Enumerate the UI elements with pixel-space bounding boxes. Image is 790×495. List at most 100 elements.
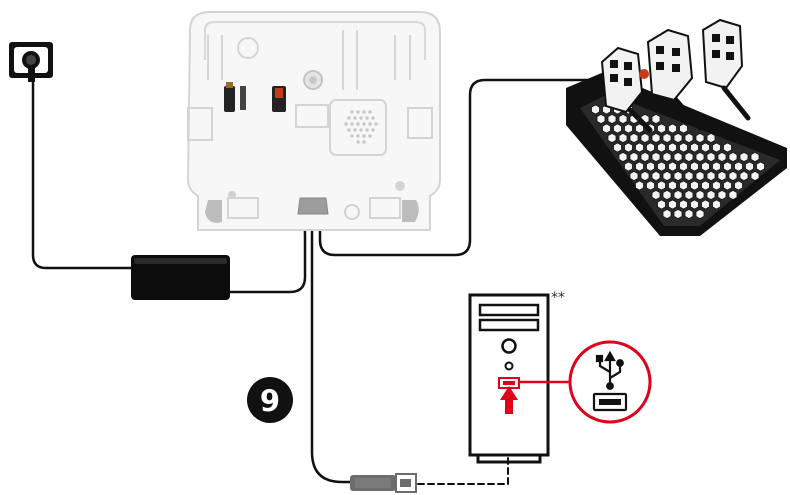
usb-icon — [595, 350, 624, 390]
honeycomb-cell — [695, 208, 705, 220]
honeycomb-cell — [690, 180, 699, 191]
honeycomb-cell — [706, 189, 716, 201]
honeycomb-cell — [668, 161, 677, 172]
honeycomb-cell — [739, 151, 749, 163]
honeycomb-cell — [618, 151, 628, 163]
pedal-cable — [318, 78, 597, 257]
honeycomb-cell — [695, 170, 705, 182]
honeycomb-cell — [651, 151, 661, 163]
honeycomb-cell — [684, 132, 694, 144]
honeycomb-cell — [673, 208, 683, 220]
honeycomb-cell — [651, 132, 661, 144]
honeycomb-cell — [684, 189, 694, 201]
honeycomb-cell — [679, 123, 688, 134]
honeycomb-cell — [651, 189, 661, 201]
honeycomb-cell — [756, 161, 765, 172]
honeycomb-cell — [613, 123, 622, 134]
honeycomb-cell — [662, 132, 672, 144]
honeycomb-cell — [668, 199, 677, 210]
honeycomb-cell — [640, 170, 650, 182]
honeycomb-cell — [629, 132, 639, 144]
honeycomb-cell — [684, 208, 694, 220]
honeycomb-cell — [668, 123, 677, 134]
honeycomb-cell — [734, 180, 743, 191]
honeycomb-cell — [728, 189, 738, 201]
usb-arrow-icon — [500, 386, 518, 414]
honeycomb-cell — [618, 132, 628, 144]
base-connectors — [224, 82, 329, 215]
honeycomb-cell — [701, 161, 710, 172]
honeycomb-cell — [635, 161, 644, 172]
step-badge: 9 — [247, 377, 293, 423]
honeycomb-cell — [651, 113, 661, 125]
honeycomb-cell — [679, 142, 688, 153]
honeycomb-cell — [717, 189, 727, 201]
honeycomb-cell — [613, 142, 622, 153]
honeycomb-cell — [750, 170, 760, 182]
honeycomb-cell — [712, 199, 721, 210]
honeycomb-cell — [745, 161, 754, 172]
honeycomb-cell — [640, 151, 650, 163]
usb-plug-icon — [350, 473, 417, 493]
honeycomb-cell — [624, 123, 633, 134]
honeycomb-cell — [723, 180, 732, 191]
pc-marker: ** — [551, 290, 565, 306]
honeycomb-cell — [629, 151, 639, 163]
honeycomb-cell — [706, 170, 716, 182]
pedal-plate-grid — [591, 94, 765, 220]
honeycomb-cell — [618, 113, 628, 125]
honeycomb-cell — [662, 208, 672, 220]
honeycomb-cell — [596, 113, 606, 125]
honeycomb-cell — [750, 151, 760, 163]
wall-outlet-icon — [9, 42, 53, 82]
vent-grid — [344, 110, 378, 144]
honeycomb-cell — [662, 170, 672, 182]
honeycomb-cell — [646, 142, 655, 153]
honeycomb-cell — [679, 161, 688, 172]
honeycomb-cell — [640, 132, 650, 144]
honeycomb-cell — [695, 132, 705, 144]
honeycomb-cell — [706, 151, 716, 163]
honeycomb-cell — [629, 170, 639, 182]
honeycomb-cell — [706, 132, 716, 144]
honeycomb-cell — [668, 142, 677, 153]
honeycomb-cell — [734, 161, 743, 172]
honeycomb-cell — [624, 142, 633, 153]
honeycomb-cell — [701, 180, 710, 191]
honeycomb-cell — [607, 113, 617, 125]
honeycomb-cell — [635, 180, 644, 191]
honeycomb-cell — [712, 142, 721, 153]
honeycomb-cell — [684, 151, 694, 163]
honeycomb-cell — [602, 123, 611, 134]
honeycomb-cell — [591, 104, 600, 115]
honeycomb-cell — [646, 161, 655, 172]
honeycomb-cell — [657, 180, 666, 191]
honeycomb-cell — [673, 151, 683, 163]
honeycomb-cell — [739, 170, 749, 182]
power-brick-icon — [131, 255, 230, 300]
honeycomb-cell — [712, 161, 721, 172]
honeycomb-cell — [728, 151, 738, 163]
honeycomb-cell — [679, 180, 688, 191]
honeycomb-cell — [635, 142, 644, 153]
honeycomb-cell — [695, 151, 705, 163]
mains-cable — [31, 78, 135, 270]
honeycomb-cell — [657, 142, 666, 153]
honeycomb-cell — [695, 189, 705, 201]
usb-cable — [310, 213, 354, 484]
honeycomb-cell — [673, 189, 683, 201]
honeycomb-cell — [684, 170, 694, 182]
honeycomb-cell — [690, 199, 699, 210]
honeycomb-cell — [701, 142, 710, 153]
honeycomb-cell — [657, 161, 666, 172]
honeycomb-cell — [657, 199, 666, 210]
honeycomb-cell — [723, 161, 732, 172]
pc-tower-icon — [468, 293, 550, 464]
honeycomb-cell — [657, 123, 666, 134]
honeycomb-cell — [723, 142, 732, 153]
honeycomb-cell — [673, 170, 683, 182]
honeycomb-cell — [728, 170, 738, 182]
step-number: 9 — [260, 384, 280, 418]
honeycomb-cell — [668, 180, 677, 191]
